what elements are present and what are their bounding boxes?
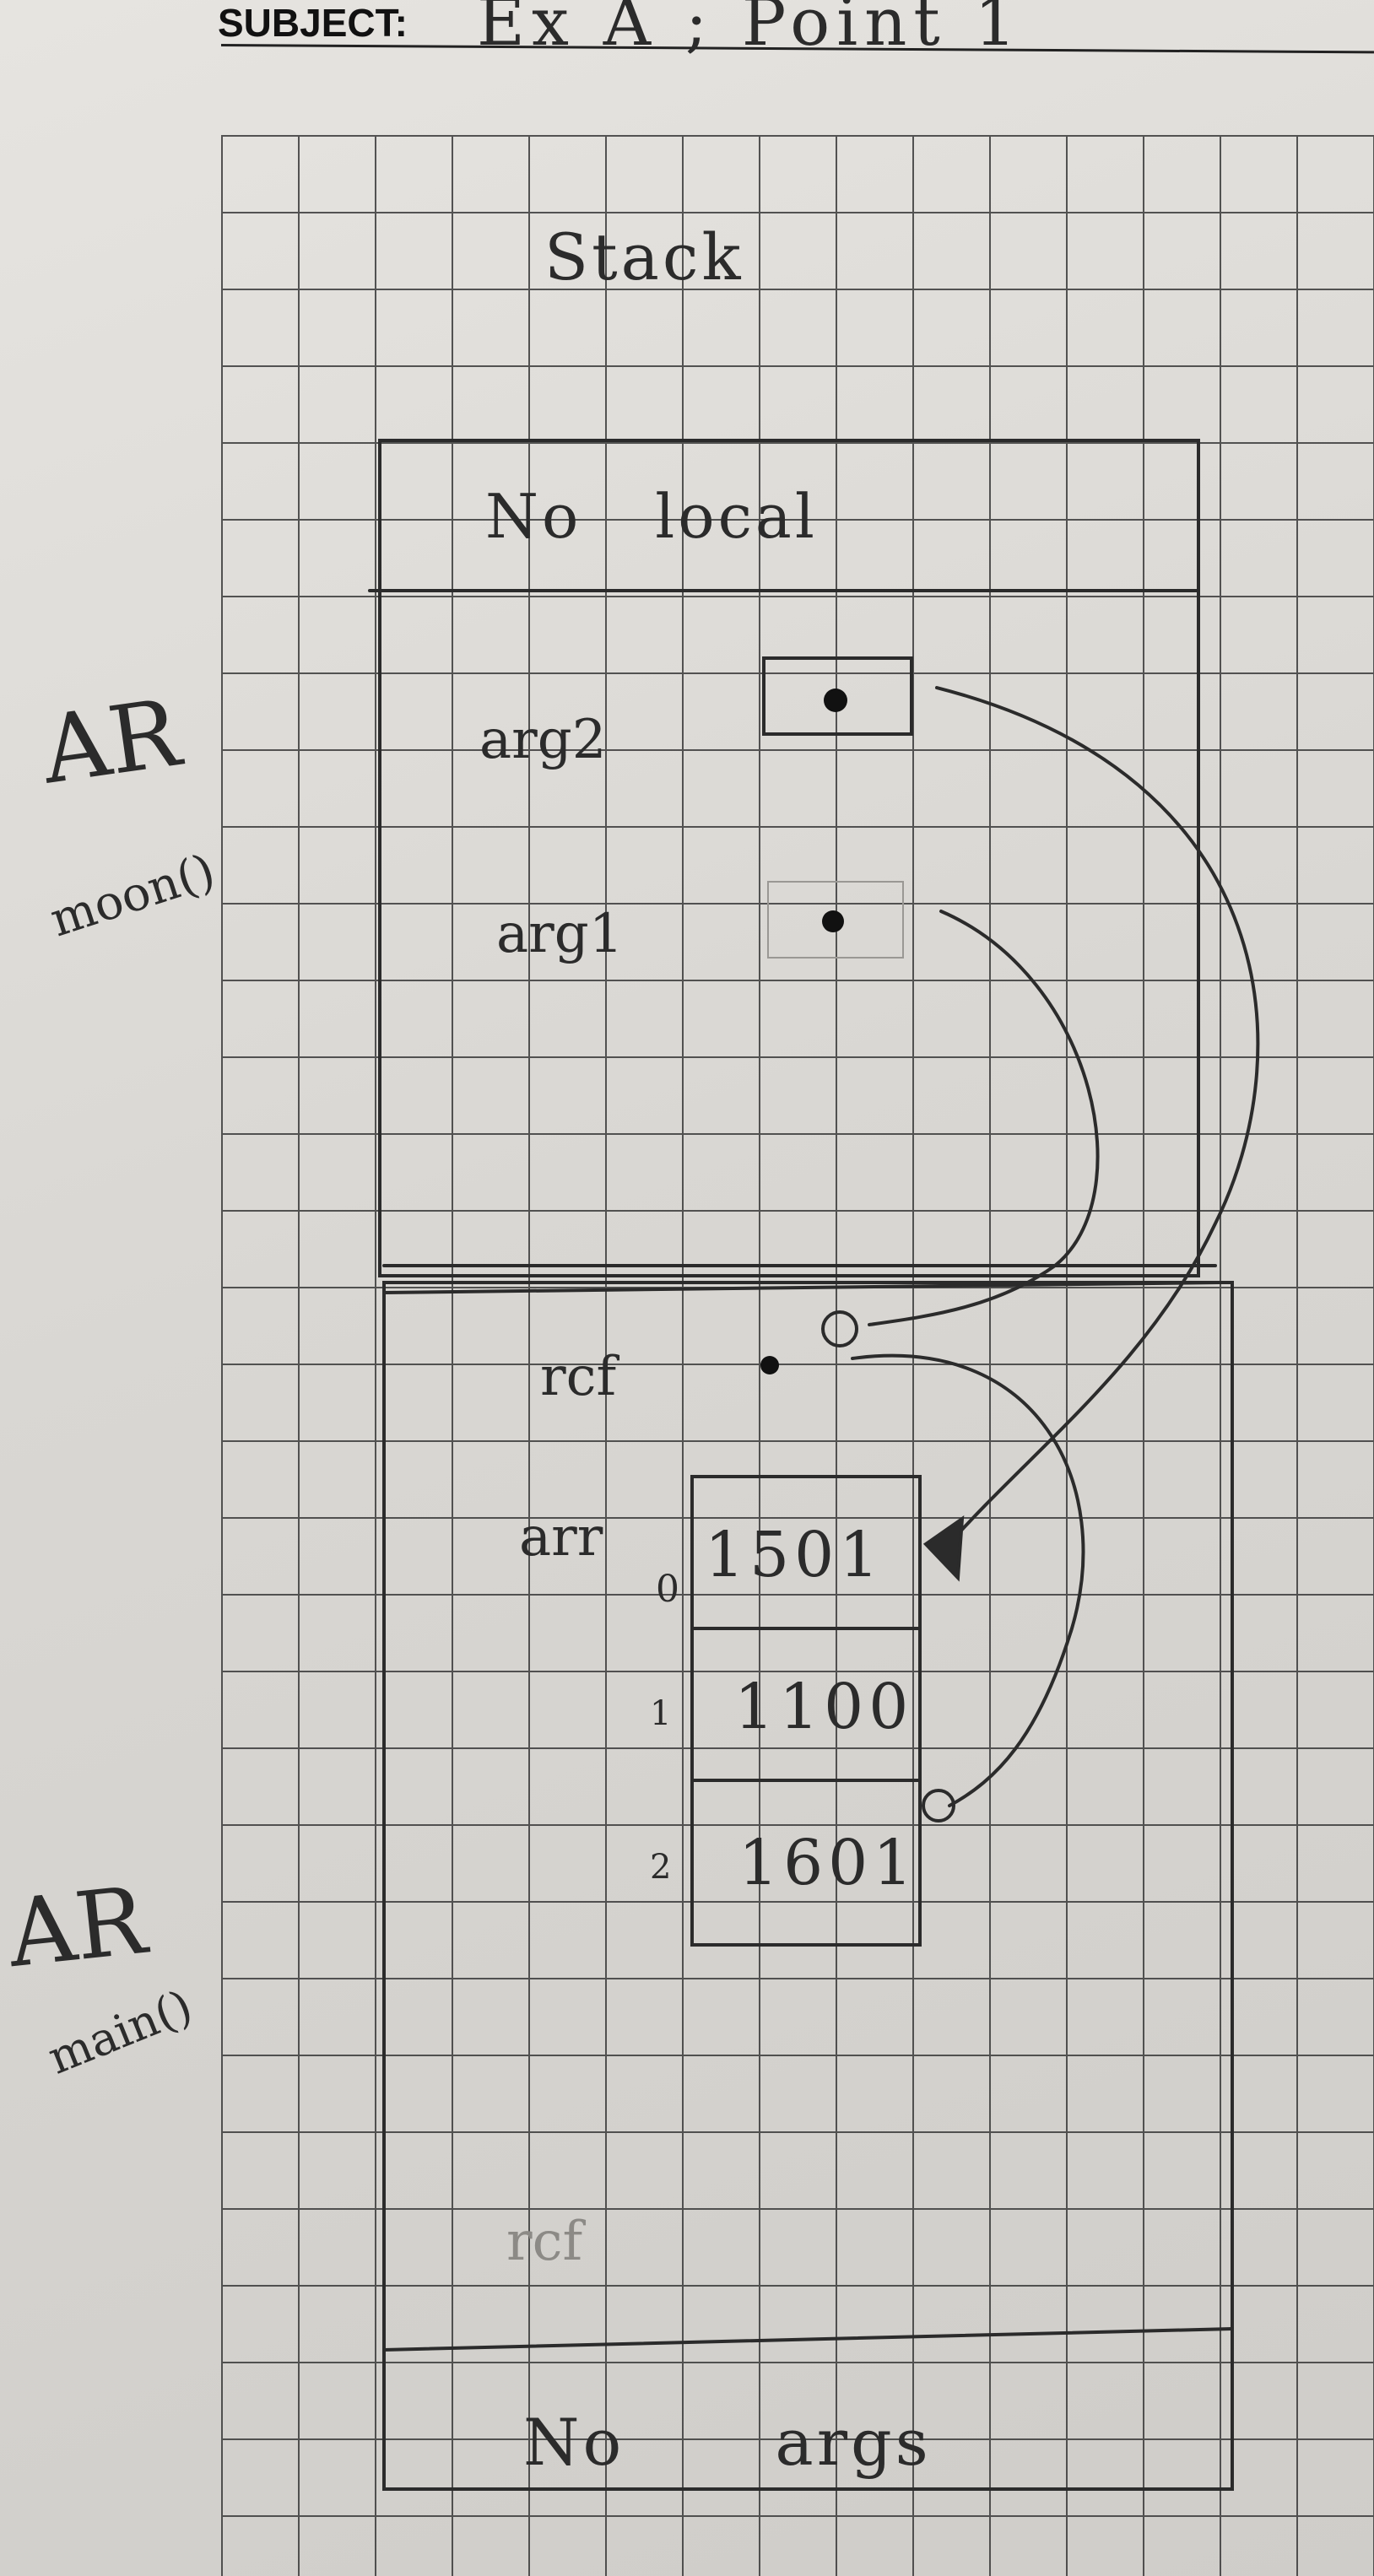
stack-title: Stack (544, 219, 744, 294)
moon-frame-box (378, 439, 1200, 1277)
arg1-pointer-arrow (868, 910, 1100, 1326)
subject-value: Ex A ; Point 1 (477, 0, 1024, 61)
arg2-pointer-arrow (935, 686, 1260, 1550)
rcf-label: rcf (540, 1346, 617, 1408)
grid-paper (221, 135, 1374, 2576)
rcf-reference-dot (760, 1356, 779, 1374)
array-value-2: 1601 (738, 1827, 918, 1899)
arg2-label: arg2 (479, 709, 607, 771)
arg2-reference-dot (824, 689, 847, 712)
arrowhead-icon (922, 1515, 965, 1582)
rcf-object-circle (821, 1310, 858, 1347)
array-cell-2 (690, 1779, 922, 1947)
moon-ar-label: AR (35, 678, 187, 805)
arg1-reference-dot (822, 910, 844, 932)
arg1-label: arg1 (496, 903, 624, 965)
main-ar-label: AR (3, 1866, 151, 1989)
array-cell-2-circle (922, 1789, 955, 1823)
array-value-0: 1501 (705, 1519, 884, 1591)
arg1-box (767, 881, 904, 959)
array-index-2: 2 (650, 1848, 672, 1887)
arg2-box (762, 656, 913, 736)
main-args-separator (382, 2327, 1234, 2352)
array-index-1: 1 (650, 1694, 672, 1733)
moon-locals-text: No local (485, 481, 818, 552)
faint-rcf-text: rcf (506, 2211, 583, 2273)
array-value-1: 1100 (734, 1671, 914, 1743)
rcf-pointer-arrow (851, 1353, 1085, 1807)
array-index-0: 0 (656, 1568, 679, 1611)
main-frame-box (382, 1281, 1234, 2491)
subject-label: SUBJECT: (218, 1, 408, 45)
arr-label: arr (519, 1506, 603, 1569)
main-args-text: No args (523, 2405, 932, 2480)
